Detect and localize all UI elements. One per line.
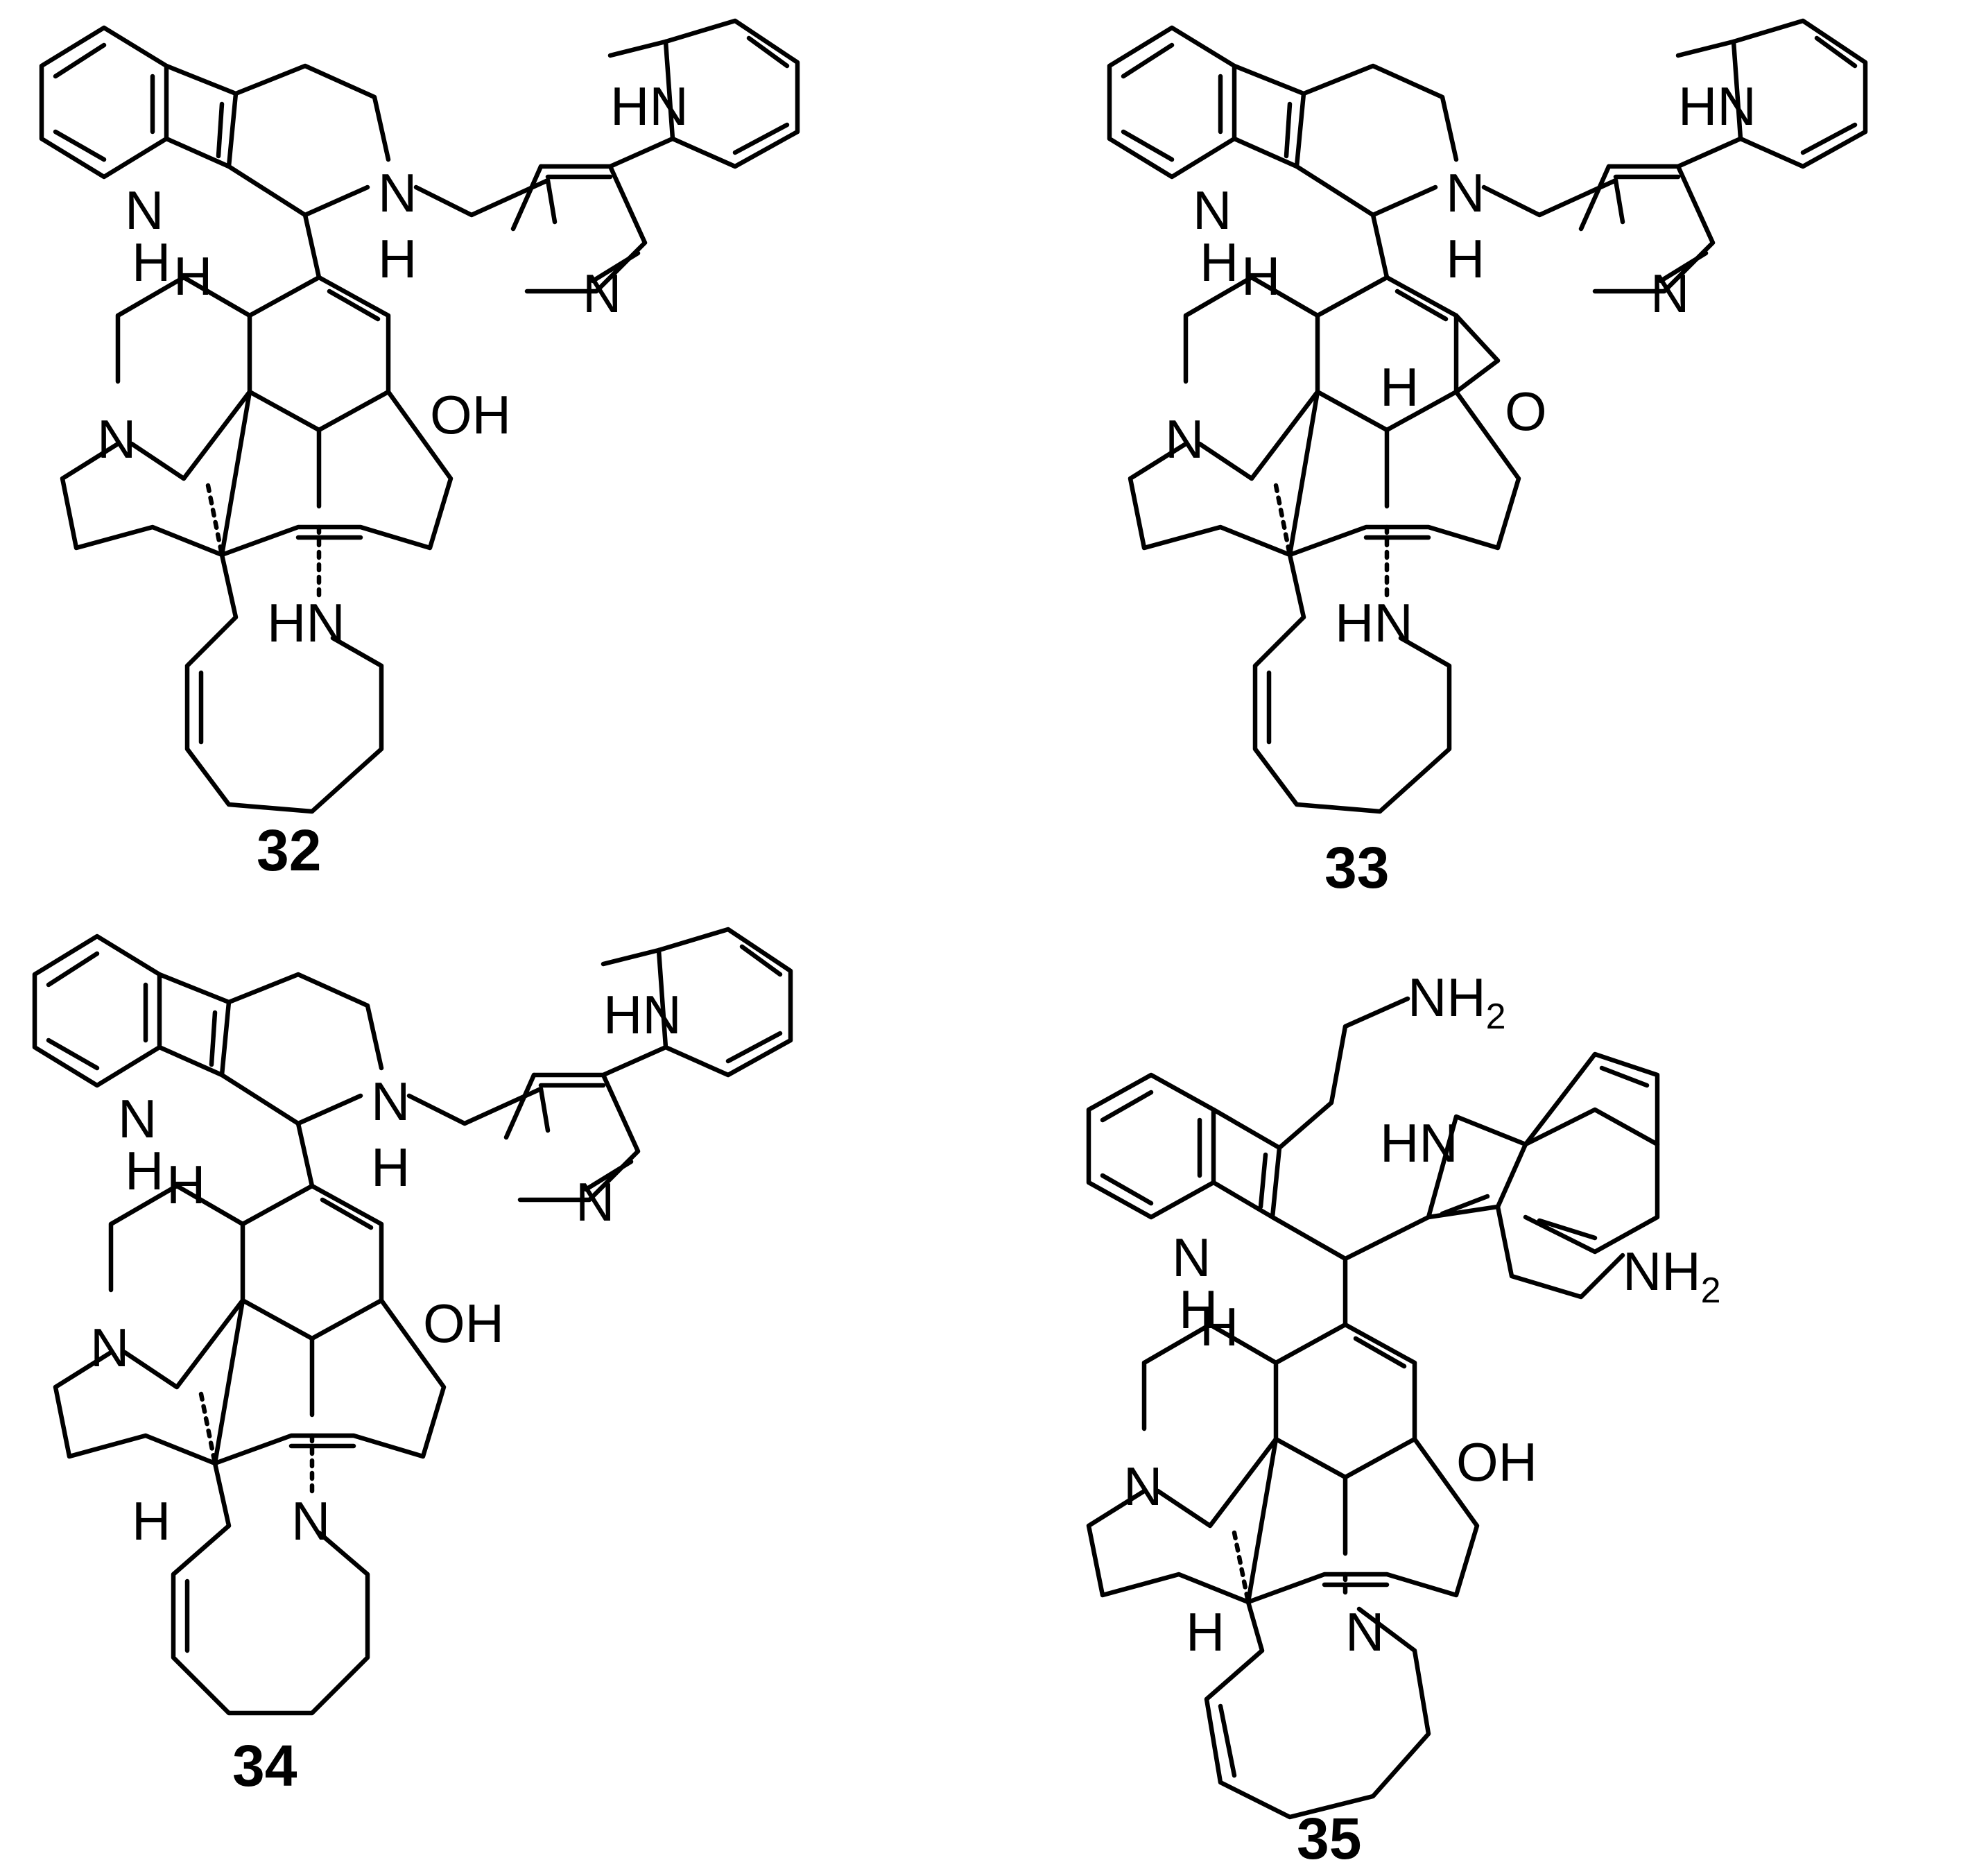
- o-epoxide-label: O: [1505, 381, 1547, 442]
- compound-32: N H N H H N OH HN N HN 32: [42, 21, 797, 883]
- oh-label: OH: [430, 384, 511, 445]
- n-quinolizidine: N: [1165, 408, 1204, 470]
- n-tetrahydro-ring: N: [1446, 162, 1485, 223]
- n-pyridine-label: N: [576, 1171, 614, 1232]
- n-pyridine-label: N: [1650, 263, 1689, 324]
- n-tetrahydro-ring: N: [378, 162, 417, 223]
- compound-33: N H N H H H N O HN N HN 33: [1109, 21, 1865, 900]
- compound-label-34: 34: [232, 1733, 297, 1798]
- h-epoxide-label: H: [1380, 356, 1419, 418]
- oh-label: OH: [423, 1293, 504, 1354]
- h-bridgehead-label: H: [173, 246, 212, 307]
- nh-indole-h: H: [1179, 1279, 1218, 1340]
- nh-indole-h: H: [125, 1140, 164, 1201]
- n-tetrahydro-ring: N: [371, 1071, 410, 1132]
- oh-label: OH: [1456, 1431, 1537, 1492]
- h-azocine-label: H: [1186, 1601, 1225, 1662]
- compound-34: N H N H H N OH HN N H N 34: [35, 929, 791, 1798]
- hn-carboline-label: HN: [1678, 76, 1756, 137]
- h-stereo-label: H: [371, 1137, 410, 1198]
- compound-label-32: 32: [257, 818, 321, 883]
- compound-label-33: 33: [1324, 835, 1389, 900]
- compound-label-35: 35: [1297, 1806, 1361, 1871]
- nh-indole-h: H: [132, 232, 171, 293]
- h-bridgehead-label: H: [1200, 1296, 1238, 1357]
- n-azocine-label: N: [291, 1490, 330, 1551]
- hn-azocine-label: HN: [267, 592, 345, 653]
- h-azocine-label: H: [132, 1490, 171, 1551]
- h-stereo-label: H: [378, 228, 417, 289]
- n-quinolizidine: N: [90, 1317, 129, 1378]
- hn-carboline-label: HN: [610, 76, 689, 137]
- h-bridgehead-label: H: [166, 1154, 205, 1215]
- nh-indole-n: N: [1193, 180, 1232, 241]
- nh-indole-n: N: [125, 180, 164, 241]
- nh2-top-label: NH2: [1408, 967, 1506, 1037]
- nh-indole-h: H: [1200, 232, 1238, 293]
- nh-indole-n: N: [1172, 1227, 1211, 1288]
- n-pyridine-label: N: [582, 263, 621, 324]
- compound-35: NH2 N H HN NH2 H N OH H N 35: [1086, 967, 1721, 1871]
- hn-carboline-label: HN: [603, 984, 682, 1045]
- h-stereo-label: H: [1446, 228, 1485, 289]
- n-azocine-label: N: [1345, 1601, 1384, 1662]
- n-quinolizidine: N: [97, 408, 136, 470]
- hn-azocine-label: HN: [1335, 592, 1413, 653]
- nh2-right-label: NH2: [1623, 1241, 1721, 1311]
- nh-indole-n: N: [118, 1088, 157, 1149]
- hn-right-indole-label: HN: [1380, 1112, 1458, 1173]
- h-bridgehead-label: H: [1241, 246, 1280, 307]
- n-quinolizidine: N: [1123, 1456, 1162, 1517]
